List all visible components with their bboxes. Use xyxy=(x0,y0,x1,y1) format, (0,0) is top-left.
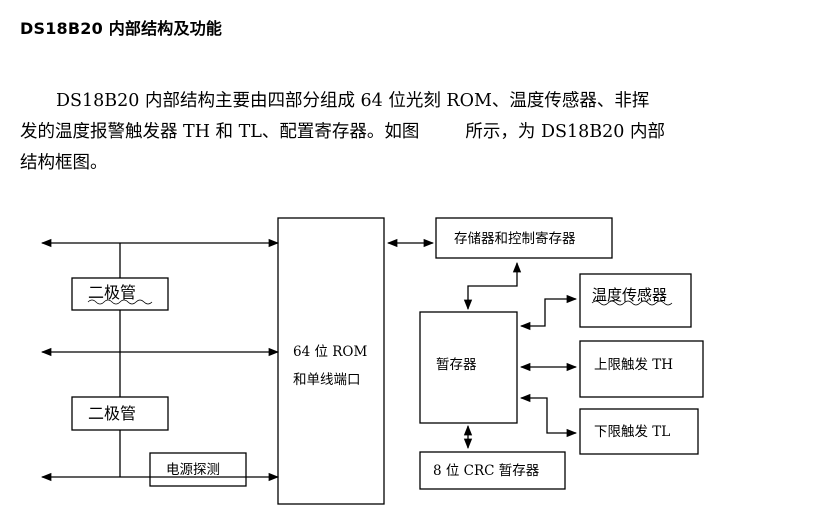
description-paragraph: DS18B20 内部结构主要由四部分组成 64 位光刻 ROM、温度传感器、非挥… xyxy=(20,86,780,179)
memory-control-box xyxy=(435,217,613,259)
rom-label-line1: 64 位 ROM xyxy=(293,344,367,360)
low-trigger-box xyxy=(579,408,699,455)
temp-sensor-label: 温度传感器 xyxy=(592,286,667,304)
diode1-label: 二极管 xyxy=(88,283,136,302)
power-detect-box xyxy=(149,452,247,487)
paragraph-line-2-end: 所示，为 DS18B20 内部 xyxy=(465,122,665,142)
paragraph-line-2: 发的温度报警触发器 TH 和 TL、配置寄存器。如图 所示，为 DS18B20 内… xyxy=(20,117,780,148)
power-detect-label: 电源探测 xyxy=(166,462,220,478)
diode-box-1 xyxy=(71,277,169,311)
paragraph-line-1: DS18B20 内部结构主要由四部分组成 64 位光刻 ROM、温度传感器、非挥 xyxy=(56,91,650,111)
paragraph-line-2-start: 发的温度报警触发器 TH 和 TL、配置寄存器。如图 xyxy=(20,122,420,142)
crc-box xyxy=(419,451,566,490)
scratchpad-sensor-arrow xyxy=(519,294,578,331)
scratchpad-box xyxy=(419,311,518,424)
paragraph-line-3: 结构框图。 xyxy=(20,153,108,173)
memory-scratchpad-arrow xyxy=(463,261,522,311)
rom-label-line2: 和单线端口 xyxy=(293,372,361,388)
high-trigger-box xyxy=(579,340,704,398)
memory-control-label: 存储器和控制寄存器 xyxy=(454,230,576,247)
low-trigger-label: 下限触发 TL xyxy=(594,424,670,440)
high-trigger-label: 上限触发 TH xyxy=(594,357,673,373)
diode2-label: 二极管 xyxy=(88,404,136,423)
sensor-wavy-underline xyxy=(591,300,673,306)
diode-box-2 xyxy=(71,396,169,431)
scratchpad-label: 暂存器 xyxy=(436,357,477,373)
rom-box xyxy=(277,217,385,505)
diode1-wavy-underline xyxy=(87,299,153,305)
temp-sensor-box xyxy=(579,273,692,328)
section-heading: DS18B20 内部结构及功能 xyxy=(20,19,223,38)
scratchpad-tl-arrow xyxy=(519,393,578,438)
crc-label: 8 位 CRC 暂存器 xyxy=(433,463,540,479)
